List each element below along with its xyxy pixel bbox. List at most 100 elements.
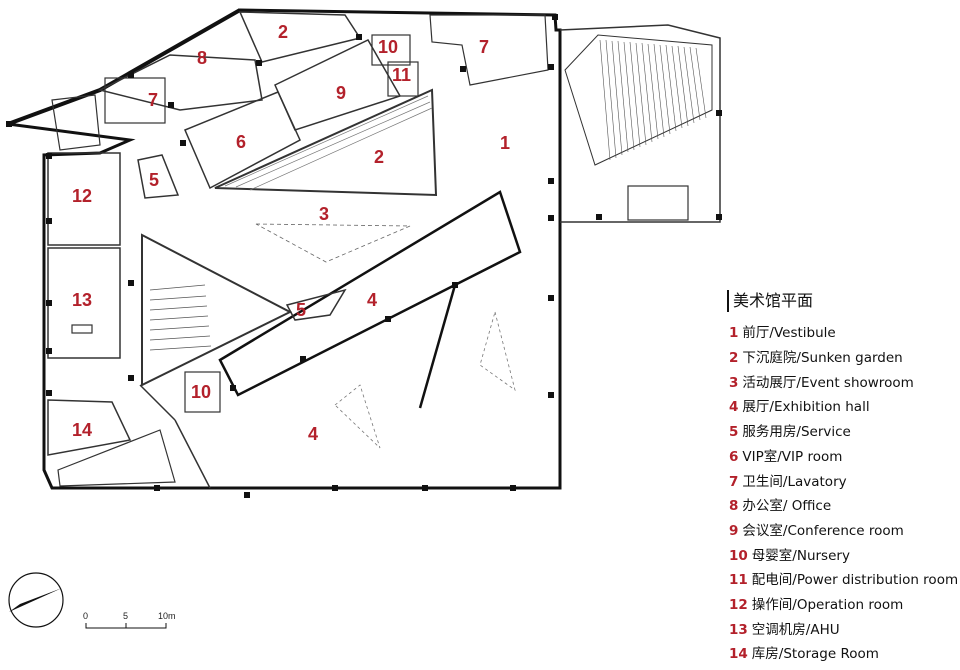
north-arrow [8,572,64,628]
legend-item-number: 6 [729,449,739,465]
room-label: 5 [149,170,159,190]
room-label: 8 [197,48,207,68]
room-14 [47,399,132,456]
auditorium-outline [559,24,721,223]
room-label: 2 [374,147,384,167]
legend-item-label: 卫生间/Lavatory [742,474,847,490]
stair-bottom-left [57,429,176,487]
legend-item-number: 14 [729,646,748,662]
exhibition-stair [149,284,212,351]
room-12 [47,152,121,246]
room-label: 2 [278,22,288,42]
room-label: 9 [336,83,346,103]
auditorium-inner [564,34,713,166]
legend-title: 美术馆平面 [727,290,957,312]
legend-item-number: 9 [729,523,739,539]
room-label: 5 [296,300,306,320]
lower-diagonal-wall [174,419,211,489]
room-10-top [371,34,411,66]
room-label: 3 [319,204,329,224]
room-label: 10 [378,37,398,57]
room-10-lower [184,371,221,413]
legend-item-number: 4 [729,399,739,415]
scale-bar [85,623,167,629]
room-label: 7 [479,37,489,57]
exhibition-wall-diagonal [418,284,457,409]
room-label: 4 [308,424,318,444]
room-5-upper [137,154,180,199]
legend-item-number: 10 [729,548,748,564]
legend-item-label: 配电间/Power distribution room [751,572,959,588]
room-6-wall [184,91,301,190]
legend-item-label: 会议室/Conference room [742,523,904,539]
room-11-top [387,61,419,97]
legend-item-label: 办公室/ Office [742,498,832,514]
scale-tick-10m: 10m [158,611,176,621]
room-label: 1 [500,133,510,153]
auditorium-stair [627,185,689,221]
legend-item-number: 7 [729,474,739,490]
legend-item-number: 13 [729,622,748,638]
sunken-garden-steps [224,95,433,191]
legend-item-number: 1 [729,325,739,341]
scale-tick-5: 5 [123,611,128,621]
room-label: 13 [72,290,92,310]
scale-tick-0: 0 [83,611,88,621]
sunken-garden [214,88,438,197]
room-label: 14 [72,420,92,440]
legend-item-number: 3 [729,375,739,391]
room-label: 12 [72,186,92,206]
room-label: 6 [236,132,246,152]
event-showroom-marker [255,223,411,263]
room-2-top-wall [238,11,362,63]
exhibition-triangle [141,233,293,387]
room-label: 4 [367,290,377,310]
legend-item-label: 下沉庭院/Sunken garden [742,350,903,366]
ahu-unit [71,324,93,334]
legend-item-label: 母婴室/Nursery [751,548,850,564]
room-label: 11 [392,65,411,85]
auditorium-seating [599,39,707,161]
west-diagonal-wall [139,384,176,421]
legend-item-label: 操作间/Operation room [751,597,904,613]
legend-item-label: 活动展厅/Event showroom [742,375,914,391]
exhibition-hall-bar [218,190,522,397]
room-5-lower [285,288,347,321]
columns [6,14,722,498]
legend-item-number: 5 [729,424,739,440]
legend-item-number: 2 [729,350,739,366]
legend-item-number: 12 [729,597,748,613]
legend-item-label: 服务用房/Service [742,424,851,440]
exterior-wall [7,8,562,490]
legend-item-label: VIP室/VIP room [742,449,843,465]
exhibition-panel-b [334,384,381,449]
legend-item-label: 空调机房/AHU [751,622,840,638]
room-label: 7 [148,90,158,110]
legend: 美术馆平面 [727,290,957,318]
legend-item-label: 库房/Storage Room [751,646,879,662]
legend-item-number: 8 [729,498,739,514]
room-8-wall [97,54,263,111]
room-label: 10 [191,382,211,402]
lavatory-left [104,77,166,124]
room-number-labels: 1 2 2 3 4 4 5 5 6 7 7 8 9 10 10 11 12 13… [72,22,510,444]
legend-item-number: 11 [729,572,748,588]
stair-left-top [51,94,101,151]
legend-item-label: 展厅/Exhibition hall [742,399,870,415]
legend-item-label: 前厅/Vestibule [742,325,836,341]
exhibition-panel-a [479,310,516,391]
